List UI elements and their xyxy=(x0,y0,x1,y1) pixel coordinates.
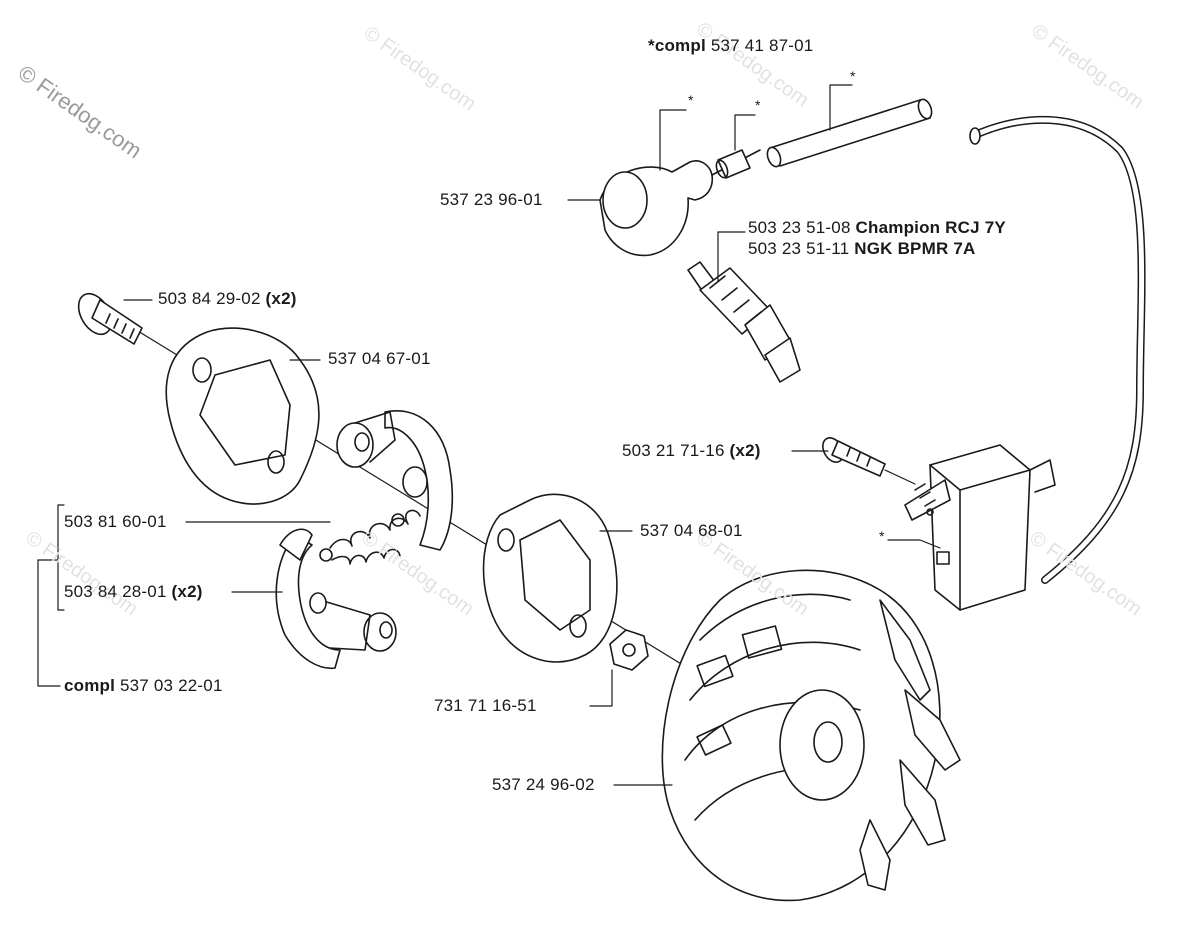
label-clutch-compl: compl 537 03 22-01 xyxy=(64,676,223,696)
label-compl-kit-prefix: *compl xyxy=(648,36,706,55)
label-shoe-qty: (x2) xyxy=(171,582,203,601)
label-screw-top-number: 503 84 29-02 xyxy=(158,289,261,308)
flywheel-part xyxy=(661,569,961,902)
label-spark-cap: 537 23 96-01 xyxy=(440,190,543,209)
asterisk-coil: * xyxy=(879,528,885,544)
ignition-lead-part xyxy=(766,98,933,168)
spark-plug-part xyxy=(687,261,801,383)
ignition-coil-part xyxy=(904,444,1056,611)
label-plug-champion-brand: Champion RCJ 7Y xyxy=(855,218,1006,237)
label-coil-screw: 503 21 71-16 (x2) xyxy=(622,441,761,461)
spark-cap-part xyxy=(599,149,761,257)
label-plug-ngk-brand: NGK BPMR 7A xyxy=(854,239,976,258)
label-nut: 731 71 16-51 xyxy=(434,696,537,715)
asterisk-sleeve: * xyxy=(755,97,761,113)
leader-lines xyxy=(37,84,941,786)
clutch-plate-top-part xyxy=(165,327,320,505)
label-compl-kit-number: 537 41 87-01 xyxy=(710,36,814,55)
clutch-shoe-upper-part xyxy=(336,410,454,551)
label-plug-ngk: 503 23 51-11 NGK BPMR 7A xyxy=(748,239,976,259)
label-plug-champion-number: 503 23 51-08 xyxy=(748,218,851,237)
clutch-shoe-lower-part xyxy=(275,528,397,670)
sleeve-part xyxy=(715,149,751,179)
screw-part xyxy=(77,292,143,345)
label-screw-top-qty: (x2) xyxy=(265,289,297,308)
asterisk-lead: * xyxy=(850,68,856,84)
clutch-plate-bottom-part xyxy=(482,493,618,663)
coil-cable-part xyxy=(969,115,1146,584)
label-spring: 503 81 60-01 xyxy=(64,512,167,531)
nut-part xyxy=(609,629,649,671)
label-plate-bottom: 537 04 68-01 xyxy=(640,521,743,540)
label-plug-champion: 503 23 51-08 Champion RCJ 7Y xyxy=(748,218,1006,238)
label-flywheel: 537 24 96-02 xyxy=(492,775,595,794)
label-coil-screw-number: 503 21 71-16 xyxy=(622,441,725,460)
label-clutch-compl-prefix: compl xyxy=(64,676,116,695)
label-coil-screw-qty: (x2) xyxy=(729,441,761,460)
label-shoe: 503 84 28-01 (x2) xyxy=(64,582,203,602)
label-clutch-compl-number: 537 03 22-01 xyxy=(120,676,223,695)
spring-part xyxy=(319,509,421,565)
label-shoe-number: 503 84 28-01 xyxy=(64,582,167,601)
label-screw-top: 503 84 29-02 (x2) xyxy=(158,289,297,309)
coil-screw-part xyxy=(822,437,916,485)
asterisk-cap: * xyxy=(688,92,694,108)
label-plug-ngk-number: 503 23 51-11 xyxy=(748,239,850,258)
label-plate-top: 537 04 67-01 xyxy=(328,349,431,368)
label-compl-kit: *compl 537 41 87-01 xyxy=(648,36,813,56)
